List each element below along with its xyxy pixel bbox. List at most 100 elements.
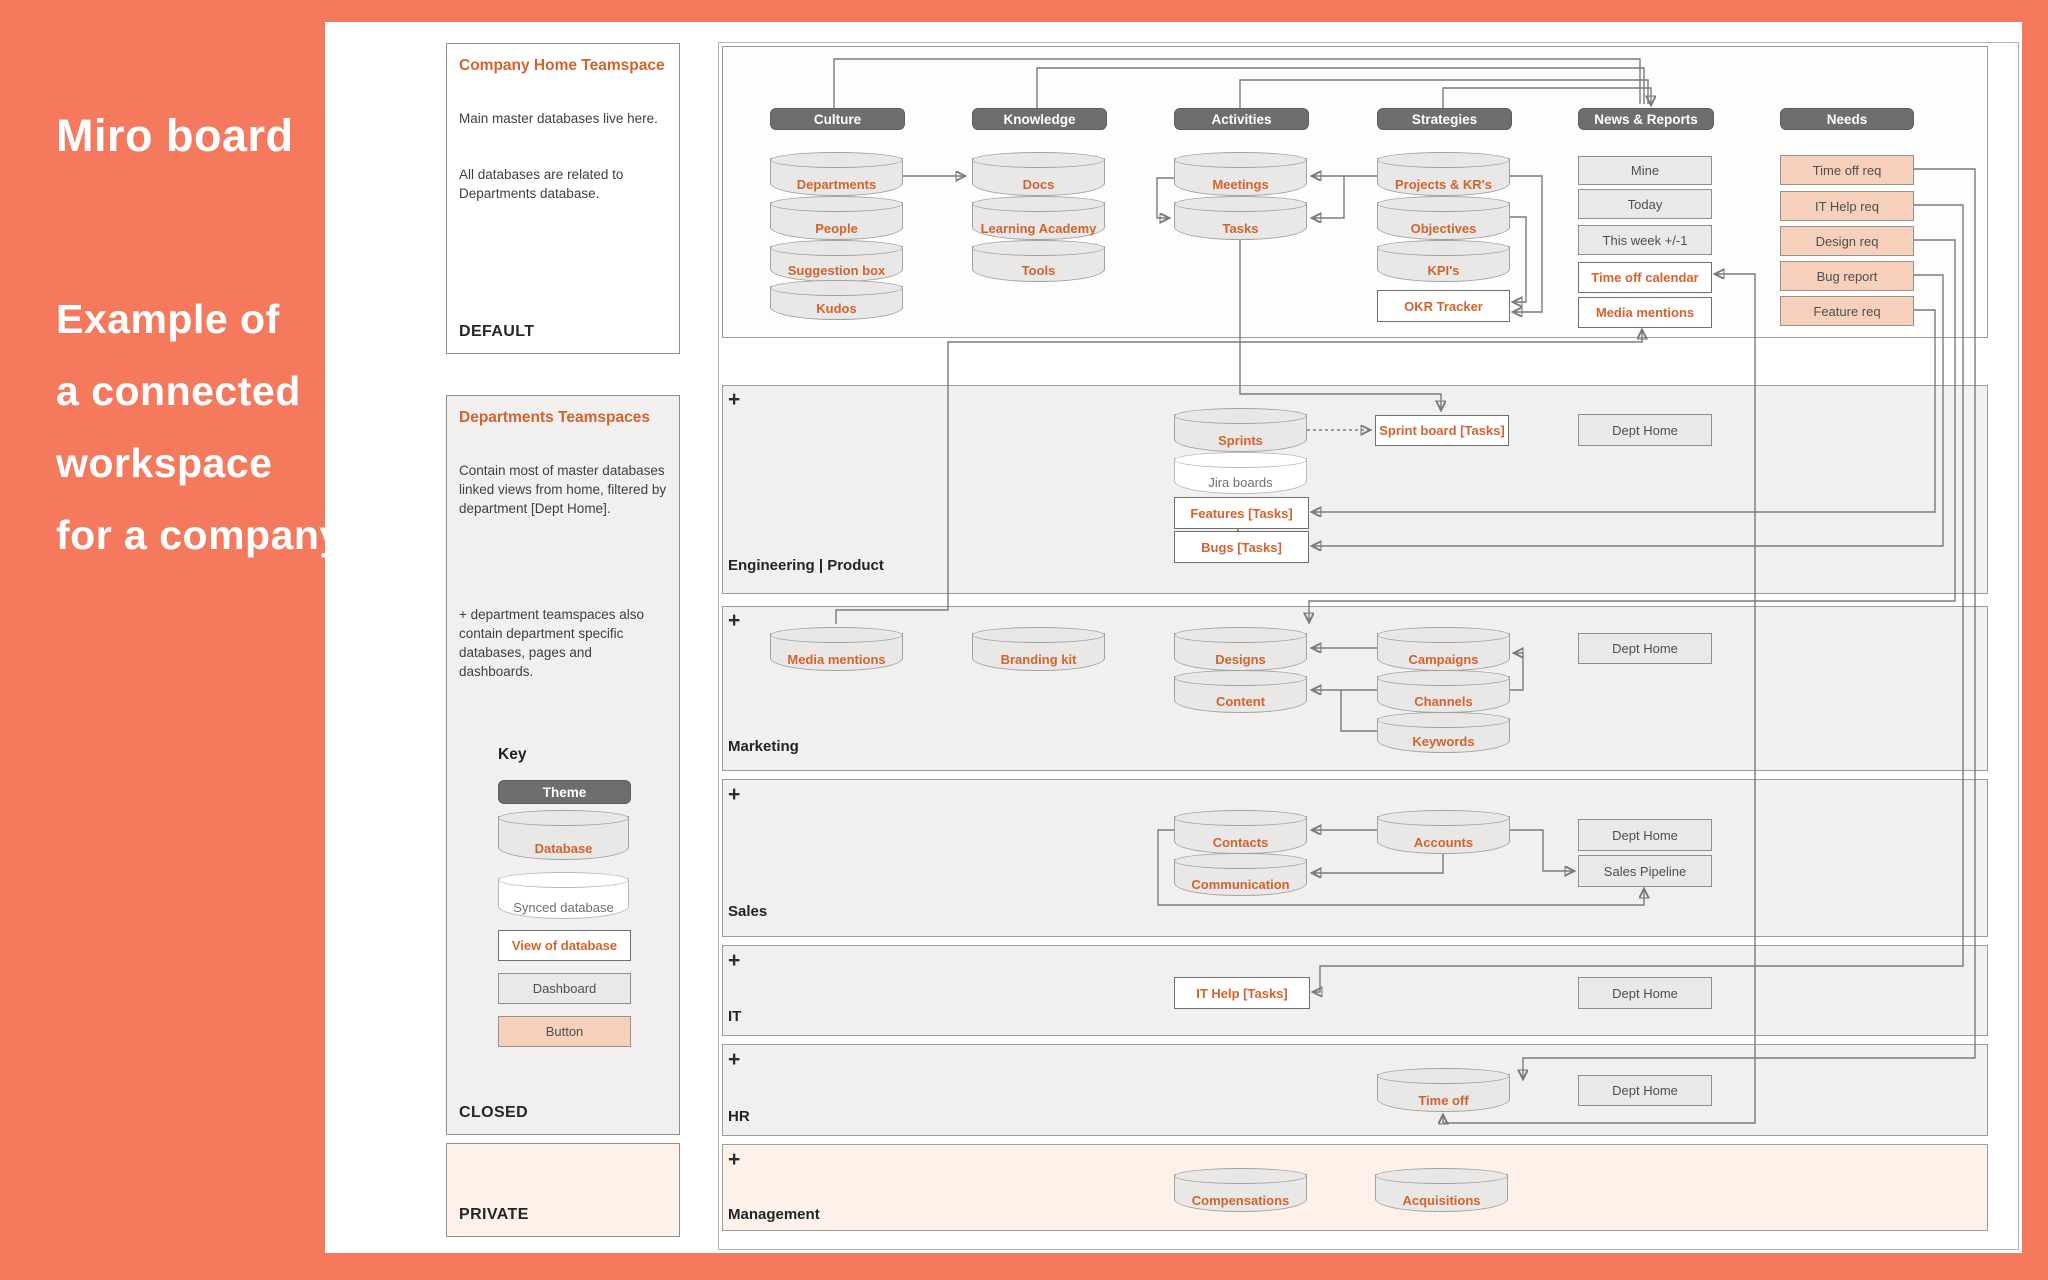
view-label: OKR Tracker <box>1404 298 1483 314</box>
db-label: Kudos <box>816 301 857 316</box>
theme-pill-news-reports[interactable]: News & Reports <box>1578 108 1714 130</box>
company-home-teamspace-card[interactable]: Company Home Teamspace Main master datab… <box>446 43 680 354</box>
view-features-tasks[interactable]: Features [Tasks] <box>1174 497 1309 529</box>
private-badge: PRIVATE <box>459 1206 529 1223</box>
db-cylinder-objectives[interactable]: Objectives <box>1377 196 1510 240</box>
expand-plus-icon[interactable]: + <box>728 783 741 806</box>
company-home-title: Company Home Teamspace <box>459 57 665 74</box>
dashboard-mine[interactable]: Mine <box>1578 156 1712 185</box>
button-time-off-req[interactable]: Time off req <box>1780 155 1914 185</box>
section-label-sales: Sales <box>728 903 768 920</box>
theme-pill-needs[interactable]: Needs <box>1780 108 1914 130</box>
theme-label: Culture <box>813 111 862 127</box>
dashboard-sales-pipeline[interactable]: Sales Pipeline <box>1578 855 1712 887</box>
expand-plus-icon[interactable]: + <box>728 949 741 972</box>
section-management[interactable] <box>722 1144 1988 1231</box>
db-cylinder-acquisitions[interactable]: Acquisitions <box>1375 1168 1508 1212</box>
expand-plus-icon[interactable]: + <box>728 609 741 632</box>
dashboard-label: Today <box>1627 196 1663 212</box>
db-label: Keywords <box>1412 734 1475 749</box>
db-cylinder-meetings[interactable]: Meetings <box>1174 152 1307 196</box>
theme-pill-strategies[interactable]: Strategies <box>1377 108 1512 130</box>
db-cylinder-content[interactable]: Content <box>1174 670 1307 713</box>
departments-paragraph-2: + department teamspaces also contain dep… <box>459 607 644 679</box>
db-cylinder-learning-academy[interactable]: Learning Academy <box>972 196 1105 240</box>
view-bugs-tasks[interactable]: Bugs [Tasks] <box>1174 531 1309 563</box>
section-marketing[interactable] <box>722 606 1988 771</box>
db-cylinder-compensations[interactable]: Compensations <box>1174 1168 1307 1212</box>
synced-db-cylinder-jira-boards[interactable]: Jira boards <box>1174 452 1307 494</box>
db-cylinder-suggestion-box[interactable]: Suggestion box <box>770 240 903 282</box>
dashboard-dept-home-hr[interactable]: Dept Home <box>1578 1075 1712 1106</box>
key-dashboard-box[interactable]: Dashboard <box>498 973 631 1004</box>
section-sales[interactable] <box>722 779 1988 937</box>
db-cylinder-departments[interactable]: Departments <box>770 152 903 196</box>
db-cylinder-keywords[interactable]: Keywords <box>1377 712 1510 753</box>
db-cylinder-designs[interactable]: Designs <box>1174 627 1307 671</box>
db-cylinder-tools[interactable]: Tools <box>972 240 1105 282</box>
db-cylinder-accounts[interactable]: Accounts <box>1377 810 1510 854</box>
cylinder-top-ellipse <box>1375 1168 1508 1184</box>
cylinder-top-ellipse <box>770 280 903 296</box>
cylinder-top-ellipse <box>498 872 629 888</box>
db-cylinder-projects-krs[interactable]: Projects & KR's <box>1377 152 1510 196</box>
theme-pill-activities[interactable]: Activities <box>1174 108 1309 130</box>
db-cylinder-tasks[interactable]: Tasks <box>1174 196 1307 240</box>
theme-pill-knowledge[interactable]: Knowledge <box>972 108 1107 130</box>
cylinder-top-ellipse <box>1377 712 1510 728</box>
button-it-help-req[interactable]: IT Help req <box>1780 191 1914 221</box>
button-bug-report[interactable]: Bug report <box>1780 261 1914 291</box>
db-cylinder-media-mentions[interactable]: Media mentions <box>770 627 903 671</box>
intro-title: Miro board <box>56 110 294 161</box>
dashboard-today[interactable]: Today <box>1578 189 1712 219</box>
section-it[interactable] <box>722 945 1988 1036</box>
view-media-mentions[interactable]: Media mentions <box>1578 297 1712 328</box>
db-cylinder-kpis[interactable]: KPI's <box>1377 240 1510 282</box>
db-cylinder-docs[interactable]: Docs <box>972 152 1105 196</box>
cylinder-top-ellipse <box>1174 853 1307 869</box>
departments-teamspaces-card[interactable]: Departments Teamspaces Contain most of m… <box>446 395 680 1135</box>
private-teamspace-card[interactable]: PRIVATE <box>446 1143 680 1237</box>
expand-plus-icon[interactable]: + <box>728 388 741 411</box>
view-label: Media mentions <box>1595 305 1695 320</box>
button-design-req[interactable]: Design req <box>1780 226 1914 256</box>
theme-pill-culture[interactable]: Culture <box>770 108 905 130</box>
dashboard-this-week[interactable]: This week +/-1 <box>1578 225 1712 255</box>
key-synced-database-cylinder[interactable]: Synced database <box>498 872 629 919</box>
db-label: Tools <box>1021 263 1056 278</box>
db-cylinder-campaigns[interactable]: Campaigns <box>1377 627 1510 671</box>
section-engineering-product[interactable] <box>722 385 1988 594</box>
departments-paragraph-1: Contain most of master databases linked … <box>459 463 667 516</box>
db-cylinder-branding-kit[interactable]: Branding kit <box>972 627 1105 671</box>
intro-line-3: workspace <box>56 440 273 486</box>
view-time-off-calendar[interactable]: Time off calendar <box>1578 262 1712 293</box>
dashboard-dept-home-engineering[interactable]: Dept Home <box>1578 414 1712 446</box>
db-cylinder-communication[interactable]: Communication <box>1174 853 1307 896</box>
expand-plus-icon[interactable]: + <box>728 1148 741 1171</box>
db-cylinder-contacts[interactable]: Contacts <box>1174 810 1307 854</box>
view-sprint-board-tasks[interactable]: Sprint board [Tasks] <box>1375 415 1509 446</box>
button-feature-req[interactable]: Feature req <box>1780 296 1914 326</box>
view-it-help-tasks[interactable]: IT Help [Tasks] <box>1174 977 1310 1009</box>
dashboard-dept-home-it[interactable]: Dept Home <box>1578 977 1712 1009</box>
section-hr[interactable] <box>722 1044 1988 1136</box>
db-cylinder-time-off[interactable]: Time off <box>1377 1068 1510 1112</box>
dashboard-dept-home-sales[interactable]: Dept Home <box>1578 819 1712 851</box>
view-okr-tracker[interactable]: OKR Tracker <box>1377 290 1510 322</box>
db-label: Accounts <box>1413 835 1474 850</box>
key-button-box[interactable]: Button <box>498 1016 631 1047</box>
cylinder-top-ellipse <box>498 810 629 826</box>
view-label: Features [Tasks] <box>1190 505 1293 521</box>
button-label: Feature req <box>1813 303 1881 319</box>
db-cylinder-sprints[interactable]: Sprints <box>1174 408 1307 452</box>
db-cylinder-kudos[interactable]: Kudos <box>770 280 903 320</box>
key-theme-pill[interactable]: Theme <box>498 780 631 804</box>
key-database-cylinder[interactable]: Database <box>498 810 629 860</box>
db-cylinder-channels[interactable]: Channels <box>1377 670 1510 713</box>
db-cylinder-people[interactable]: People <box>770 196 903 240</box>
dashboard-label: Dept Home <box>1612 1083 1678 1098</box>
dashboard-dept-home-marketing[interactable]: Dept Home <box>1578 633 1712 664</box>
key-view-of-database-box[interactable]: View of database <box>498 930 631 961</box>
expand-plus-icon[interactable]: + <box>728 1048 741 1071</box>
